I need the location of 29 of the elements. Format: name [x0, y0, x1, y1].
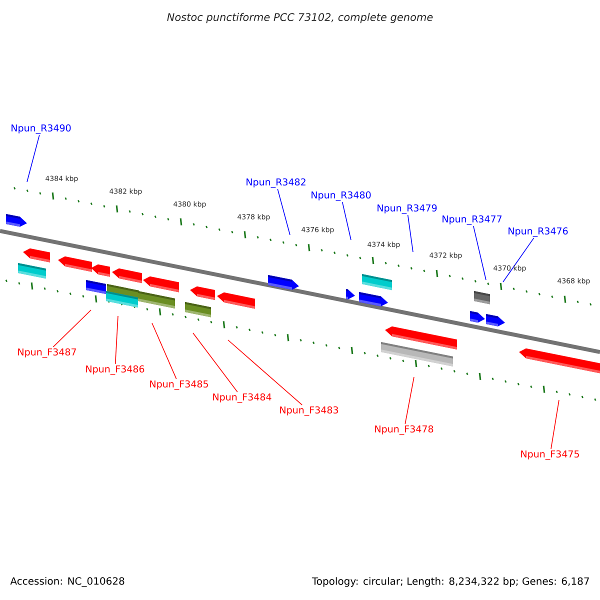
leader-line — [342, 202, 352, 240]
leader-line — [192, 332, 238, 392]
leader-line — [26, 134, 40, 182]
gene-label: Npun_F3475 — [521, 450, 579, 460]
title: Nostoc punctiforme PCC 73102, complete genome — [167, 12, 433, 24]
leader-line — [502, 238, 534, 282]
leader-line — [550, 400, 560, 450]
gene-label: Npun_F3483 — [280, 406, 338, 416]
gene-label: Npun_R3490 — [12, 124, 71, 134]
gene-label: Npun_F3486 — [86, 365, 144, 375]
leader-line — [407, 214, 414, 252]
gene-label: Npun_R3477 — [442, 215, 502, 225]
gene-label: Npun_F3478 — [375, 425, 434, 435]
leader-line — [52, 310, 92, 348]
leader-line — [228, 340, 302, 406]
leader-line — [152, 322, 177, 380]
gene-label: Npun_R3482 — [246, 178, 306, 188]
gene-label: Npun_F3487 — [18, 348, 76, 358]
leader-line — [114, 316, 118, 364]
accession-text: Accession: NC_010628 — [10, 577, 124, 587]
gene-label: Npun_F3484 — [213, 393, 272, 403]
gene-label: Npun_F3485 — [150, 380, 208, 390]
leader-line — [473, 226, 486, 280]
leader-line — [404, 376, 414, 424]
gene-label: Npun_R3480 — [312, 191, 371, 201]
genome-info-text: Topology: circular; Length: 8,234,322 bp; Genes: 6,187 — [312, 577, 589, 587]
gene-label: Npun_R3479 — [378, 204, 437, 214]
leader-line — [277, 188, 290, 236]
gene-label: Npun_R3476 — [508, 227, 568, 237]
